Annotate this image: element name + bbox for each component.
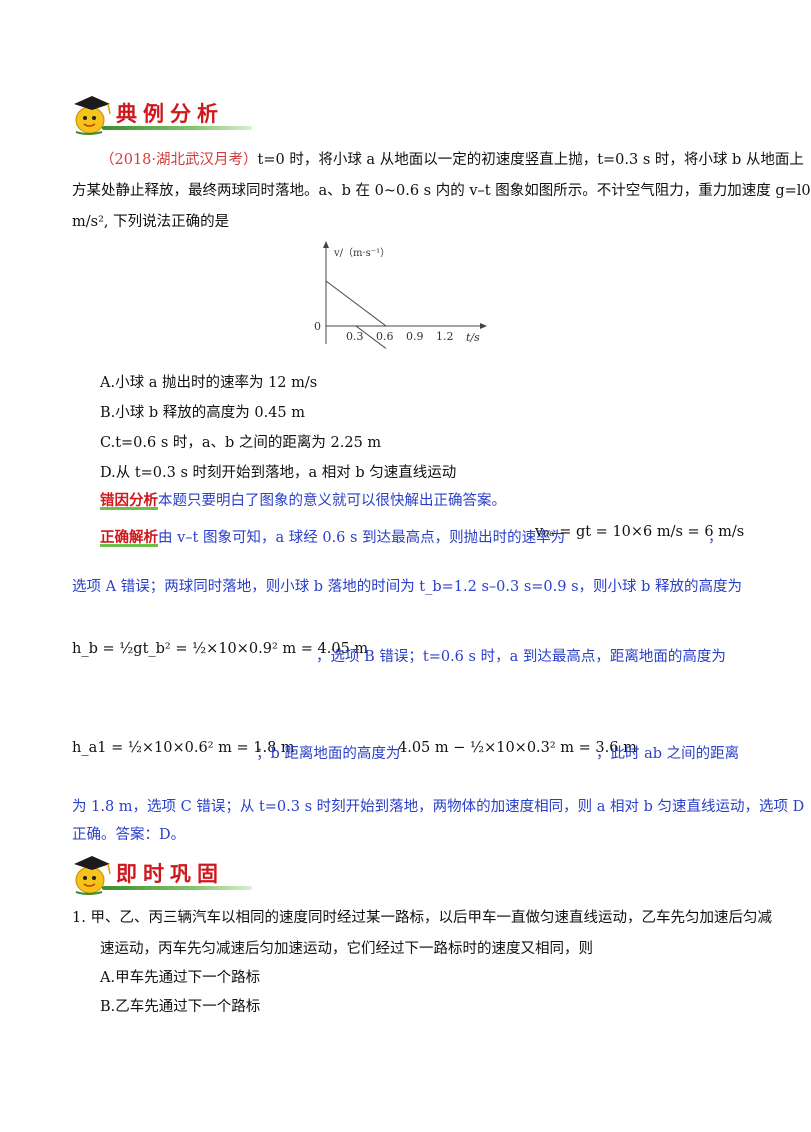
solution-line-2: 选项 A 错误；两球同时落地，则小球 b 落地的时间为 t_b=1.2 s–0.… bbox=[72, 579, 743, 595]
option-key: B. bbox=[100, 405, 116, 421]
scholar-ball-mascot-icon bbox=[74, 96, 111, 135]
x-tick-label: 0.9 bbox=[406, 330, 424, 343]
question-1-option-b: B.乙车先通过下一个路标 bbox=[100, 997, 260, 1017]
x-tick-label: 1.2 bbox=[436, 330, 454, 343]
error-analysis-text: 本题只要明白了图象的意义就可以很快解出正确答案。 bbox=[158, 493, 506, 509]
option-key: D. bbox=[100, 465, 116, 481]
question-1-line-2: 速运动，丙车先匀减速后匀加速运动，它们经过下一路标时的速度又相同，则 bbox=[100, 941, 593, 957]
solution-text-1: 由 v–t 图象可知，a 球经 0.6 s 到达最高点，则抛出时的速率为 bbox=[158, 530, 566, 546]
x-axis-label: t/s bbox=[466, 331, 480, 344]
option-text: t=0.6 s 时，a、b 之间的距离为 2.25 m bbox=[115, 435, 382, 451]
y-axis-arrow bbox=[323, 241, 329, 248]
option-a: A.小球 a 抛出时的速率为 12 m/s bbox=[100, 373, 317, 393]
formula-ha1: h_a1 = ½×10×0.6² m = 1.8 m bbox=[72, 740, 295, 756]
origin-label: 0 bbox=[314, 320, 321, 333]
solution-label: 正确解析 bbox=[100, 529, 158, 546]
solution-line-1-end: ， bbox=[708, 530, 723, 546]
option-text: 小球 b 释放的高度为 0.45 m bbox=[115, 405, 306, 421]
option-text: 乙车先通过下一个路标 bbox=[115, 999, 261, 1015]
solution-line-4b: ，此时 ab 之间的距离 bbox=[596, 746, 740, 762]
solution-line-5: 为 1.8 m，选项 C 错误；从 t=0.3 s 时刻开始到落地，两物体的加速… bbox=[72, 799, 805, 815]
x-axis-arrow bbox=[480, 323, 487, 329]
solution-line-3: ，选项 B 错误；t=0.6 s 时，a 到达最高点，距离地面的高度为 bbox=[316, 649, 726, 665]
error-analysis-label: 错因分析 bbox=[100, 492, 158, 509]
banner-title: 典例分析 bbox=[116, 101, 224, 126]
option-key: C. bbox=[100, 435, 116, 451]
series-line-b bbox=[355, 325, 387, 349]
option-text: 小球 a 抛出时的速率为 12 m/s bbox=[115, 375, 318, 391]
option-text: 甲车先通过下一个路标 bbox=[115, 970, 261, 986]
formula-hb: h_b = ½gt_b² = ½×10×0.9² m = 4.05 m bbox=[72, 641, 369, 657]
option-text: 从 t=0.3 s 时刻开始到落地，a 相对 b 匀速直线运动 bbox=[115, 465, 457, 481]
section-banner-examples: 典例分析 bbox=[68, 92, 268, 138]
series-line-a bbox=[325, 280, 387, 327]
solution-line-6: 正确。答案：D。 bbox=[72, 827, 186, 843]
problem-line-2: 方某处静止释放，最终两球同时落地。a、b 在 0~0.6 s 内的 v–t 图象… bbox=[72, 183, 811, 199]
formula-hb-remaining: 4.05 m − ½×10×0.3² m = 3.6 m bbox=[398, 740, 637, 756]
option-key: B. bbox=[100, 999, 116, 1015]
solution-line-4a: ；b 距离地面的高度为 bbox=[256, 746, 401, 762]
problem-source: （2018·湖北武汉月考） bbox=[100, 152, 258, 168]
problem-text-1: t=0 时，将小球 a 从地面以一定的初速度竖直上抛，t=0.3 s 时，将小球… bbox=[257, 152, 804, 168]
problem-line-3: m/s², 下列说法正确的是 bbox=[72, 214, 230, 230]
option-b: B.小球 b 释放的高度为 0.45 m bbox=[100, 403, 305, 423]
banner-underline bbox=[102, 886, 252, 890]
y-axis-label: v/（m·s⁻¹） bbox=[333, 247, 390, 259]
series-lines bbox=[325, 280, 387, 349]
question-1-line-1: 1. 甲、乙、丙三辆汽车以相同的速度同时经过某一路标，以后甲车一直做匀速直线运动… bbox=[72, 910, 772, 926]
banner-title: 即时巩固 bbox=[116, 861, 224, 886]
solution-line-1: 正确解析由 v–t 图象可知，a 球经 0.6 s 到达最高点，则抛出时的速率为 bbox=[100, 528, 565, 548]
error-analysis: 错因分析本题只要明白了图象的意义就可以很快解出正确答案。 bbox=[100, 491, 506, 511]
scholar-ball-mascot-icon bbox=[74, 856, 111, 895]
x-tick-label: 0.3 bbox=[346, 330, 364, 343]
vt-graph: v/（m·s⁻¹） t/s 0 0.3 0.6 0.9 1.2 bbox=[314, 241, 487, 349]
question-1-option-a: A.甲车先通过下一个路标 bbox=[100, 968, 260, 988]
banner-underline bbox=[102, 126, 252, 130]
x-tick-label: 0.6 bbox=[376, 330, 394, 343]
option-c: C.t=0.6 s 时，a、b 之间的距离为 2.25 m bbox=[100, 433, 381, 453]
formula-v0a: v₀ₐ = gt = 10×6 m/s = 6 m/s bbox=[535, 524, 745, 540]
option-d: D.从 t=0.3 s 时刻开始到落地，a 相对 b 匀速直线运动 bbox=[100, 463, 456, 483]
x-tick-labels: 0.3 0.6 0.9 1.2 bbox=[346, 330, 454, 343]
section-banner-practice: 即时巩固 bbox=[68, 852, 268, 898]
option-key: A. bbox=[100, 970, 116, 986]
option-key: A. bbox=[100, 375, 116, 391]
problem-line-1: （2018·湖北武汉月考）t=0 时，将小球 a 从地面以一定的初速度竖直上抛，… bbox=[100, 150, 804, 170]
